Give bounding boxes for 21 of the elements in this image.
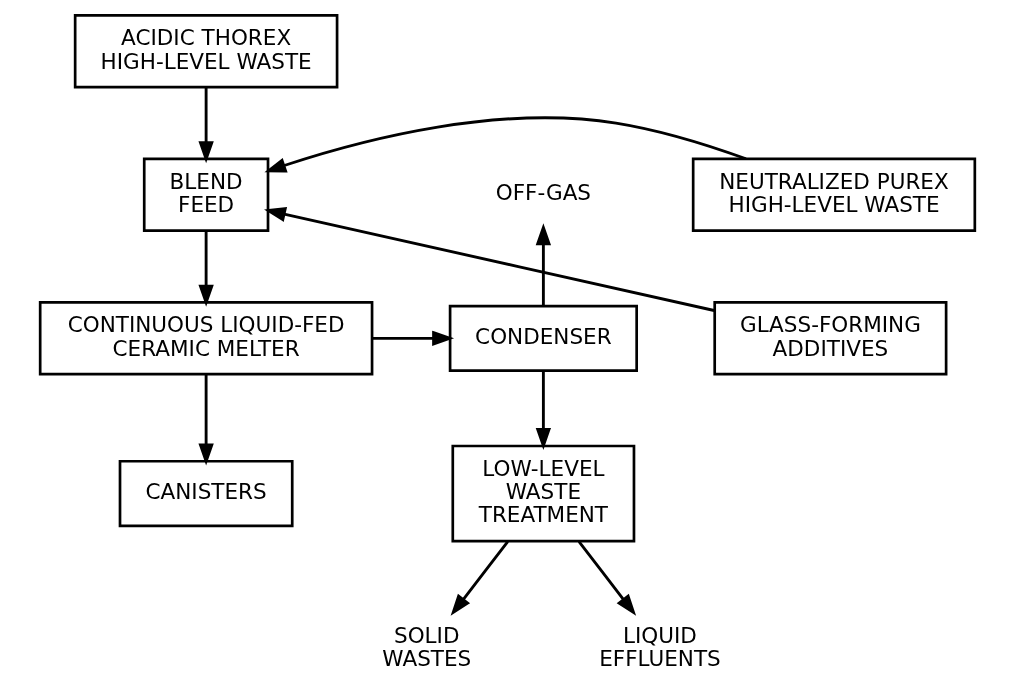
node-text: OFF-GAS bbox=[495, 180, 592, 206]
node-text: SOLID WASTES bbox=[382, 622, 472, 671]
arrow bbox=[450, 540, 509, 616]
arrow bbox=[577, 540, 637, 616]
arrow bbox=[372, 330, 455, 346]
arrow bbox=[535, 223, 552, 306]
node-box: NEUTRALIZED PUREX HIGH-LEVEL WASTE bbox=[691, 157, 977, 233]
node-box: GLASS-FORMING ADDITIVES bbox=[713, 301, 948, 376]
node-box: ACIDIC THOREX HIGH-LEVEL WASTE bbox=[73, 14, 339, 89]
node-box: CONTINUOUS LIQUID-FED CERAMIC MELTER bbox=[38, 301, 374, 376]
node-box: BLEND FEED bbox=[142, 157, 270, 233]
node-text: LIQUID EFFLUENTS bbox=[599, 622, 721, 671]
arrow bbox=[198, 87, 214, 164]
arrow bbox=[264, 206, 715, 312]
node-box: LOW-LEVEL WASTE TREATMENT bbox=[451, 444, 636, 543]
arrow bbox=[198, 374, 214, 466]
arrow bbox=[198, 231, 214, 307]
arrow bbox=[264, 116, 747, 173]
node-box: CANISTERS bbox=[118, 459, 294, 528]
arrow bbox=[535, 370, 552, 450]
node-box: CONDENSER bbox=[448, 304, 638, 372]
